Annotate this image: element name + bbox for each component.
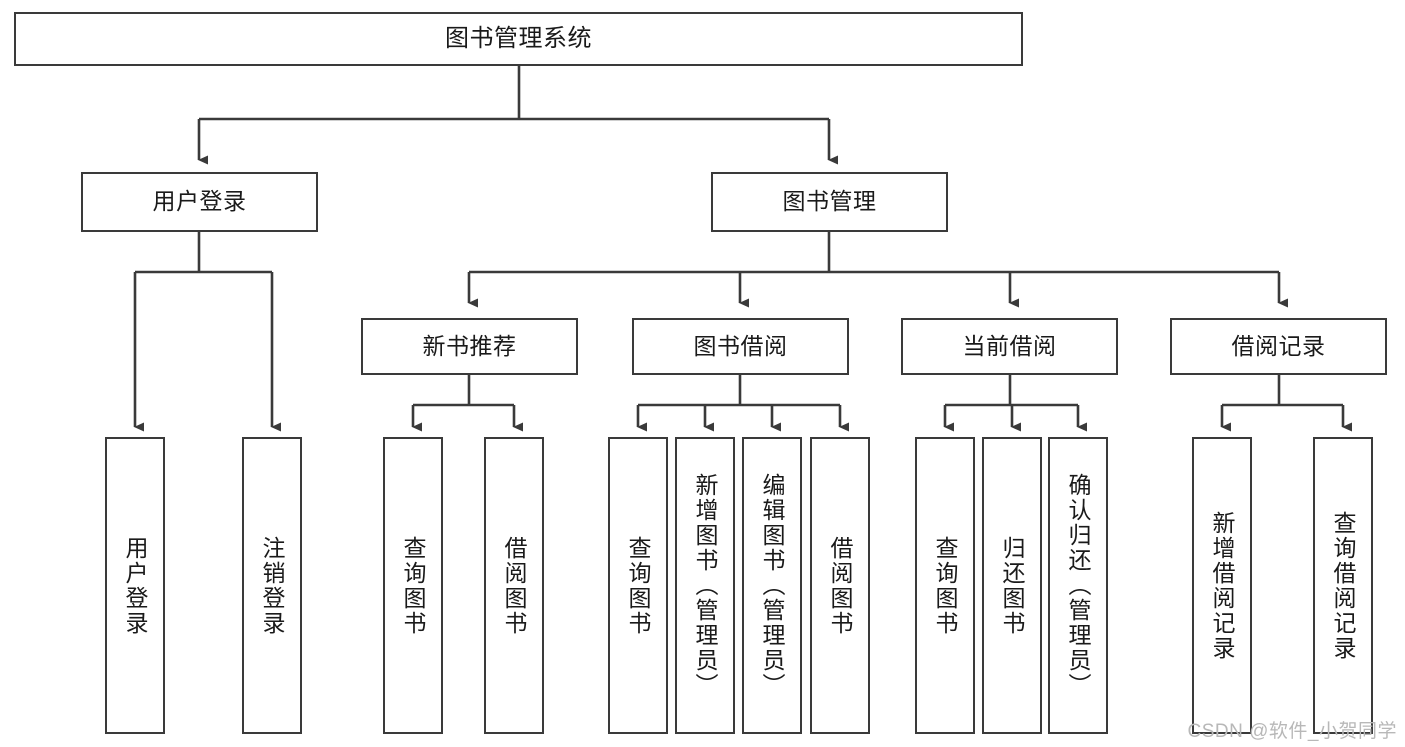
leaf-new-book-borrow-book[interactable]: 借阅图书 <box>484 437 544 734</box>
node-root-book-management-system[interactable]: 图书管理系统 <box>14 12 1023 66</box>
node-label: 新增图书（管理员） <box>692 473 719 698</box>
node-label: 查询借阅记录 <box>1330 510 1357 661</box>
leaf-borrow-borrow-book[interactable]: 借阅图书 <box>810 437 870 734</box>
node-label: 借阅图书 <box>827 535 854 636</box>
node-label: 确认归还（管理员） <box>1065 473 1092 698</box>
node-borrow-record[interactable]: 借阅记录 <box>1170 318 1387 375</box>
node-current-borrow[interactable]: 当前借阅 <box>901 318 1118 375</box>
node-label: 查询图书 <box>932 535 959 636</box>
node-user-login[interactable]: 用户登录 <box>81 172 318 232</box>
node-label: 图书借阅 <box>693 332 788 359</box>
leaf-new-book-query-book[interactable]: 查询图书 <box>383 437 443 734</box>
leaf-current-return-book[interactable]: 归还图书 <box>982 437 1042 734</box>
node-label: 编辑图书（管理员） <box>759 473 786 698</box>
leaf-borrow-query-book[interactable]: 查询图书 <box>608 437 668 734</box>
node-book-management[interactable]: 图书管理 <box>711 172 948 232</box>
leaf-user-login-logout[interactable]: 注销登录 <box>242 437 302 734</box>
watermark: CSDN @软件_小贺同学 <box>1187 721 1397 742</box>
node-label: 查询图书 <box>400 535 427 636</box>
leaf-current-query-book[interactable]: 查询图书 <box>915 437 975 734</box>
node-label: 归还图书 <box>999 535 1026 636</box>
leaf-borrow-add-book-admin[interactable]: 新增图书（管理员） <box>675 437 735 734</box>
node-label: 查询图书 <box>625 535 652 636</box>
leaf-user-login-login[interactable]: 用户登录 <box>105 437 165 734</box>
node-label: 用户登录 <box>122 535 149 636</box>
node-new-book-recommend[interactable]: 新书推荐 <box>361 318 578 375</box>
node-label: 注销登录 <box>259 535 286 636</box>
node-label: 当前借阅 <box>962 332 1057 359</box>
node-label: 新增借阅记录 <box>1209 510 1236 661</box>
node-label: 新书推荐 <box>422 332 517 359</box>
node-label: 借阅图书 <box>501 535 528 636</box>
leaf-borrow-edit-book-admin[interactable]: 编辑图书（管理员） <box>742 437 802 734</box>
node-label: 用户登录 <box>152 188 247 215</box>
node-label: 图书管理 <box>782 188 877 215</box>
leaf-record-add-borrow-record[interactable]: 新增借阅记录 <box>1192 437 1252 734</box>
leaf-record-query-borrow-record[interactable]: 查询借阅记录 <box>1313 437 1373 734</box>
node-book-borrow[interactable]: 图书借阅 <box>632 318 849 375</box>
node-label: 借阅记录 <box>1231 332 1326 359</box>
leaf-current-confirm-return-admin[interactable]: 确认归还（管理员） <box>1048 437 1108 734</box>
node-label: 图书管理系统 <box>445 24 592 52</box>
